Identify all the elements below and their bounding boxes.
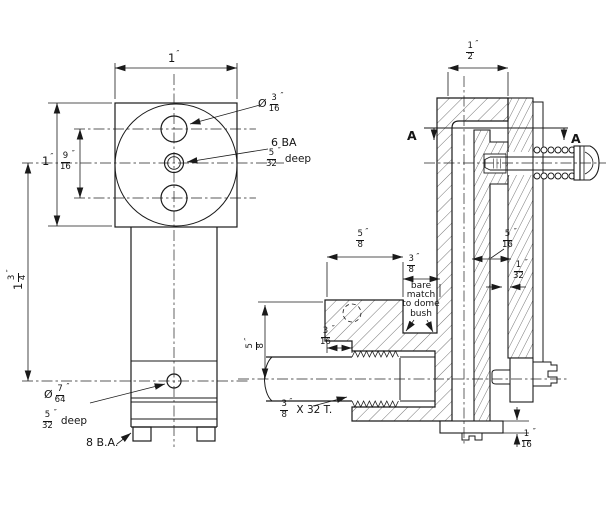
female-thread-bottom — [351, 400, 399, 408]
right-plate-screw-hole — [508, 152, 533, 175]
front-centerlines — [22, 74, 284, 447]
section-line-AA — [424, 127, 568, 140]
base-foot-tab — [461, 432, 483, 441]
front-leader-lines — [89, 104, 269, 445]
female-thread-top — [351, 350, 399, 358]
section-centerlines — [238, 76, 606, 444]
right-plate-section — [507, 97, 534, 359]
notched-plug — [532, 361, 558, 387]
left-foot — [132, 426, 152, 442]
stud-pin — [491, 369, 511, 385]
hidden-hole — [342, 303, 362, 323]
base-foot — [439, 420, 504, 434]
screw-shaft — [490, 156, 577, 171]
screw-tip-threads — [493, 158, 501, 169]
section-view — [238, 64, 606, 447]
front-dimension-lines — [24, 63, 238, 381]
section-dimension-lines — [258, 64, 529, 447]
right-foot — [196, 426, 216, 442]
cover-plate — [532, 101, 544, 363]
screw-tip — [484, 156, 491, 171]
square-head — [114, 102, 238, 228]
front-view — [22, 63, 284, 447]
head-circle — [114, 103, 238, 227]
stud-block — [509, 357, 534, 403]
